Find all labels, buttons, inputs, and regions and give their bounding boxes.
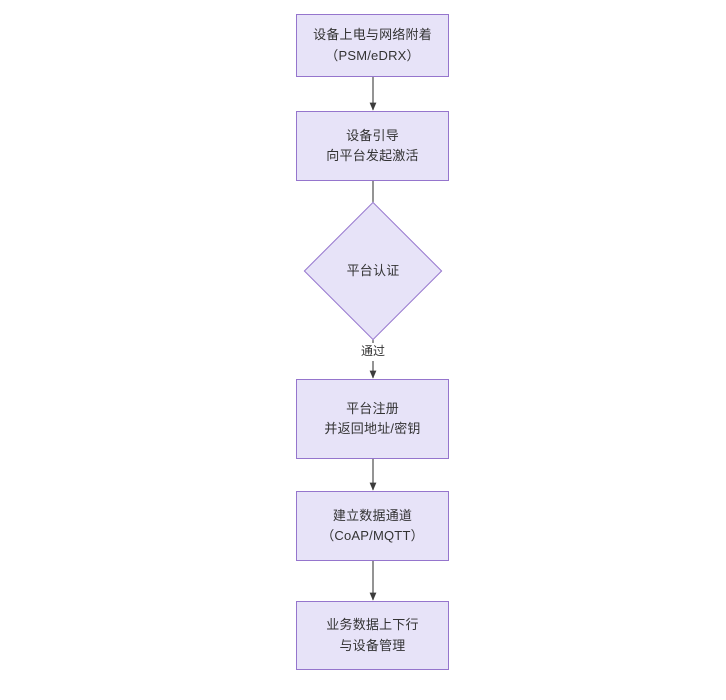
node-label: 建立数据通道 （CoAP/MQTT）	[321, 507, 424, 543]
node-label: 平台注册 并返回地址/密钥	[324, 400, 421, 436]
node-business-data-and-device-mgmt[interactable]: 业务数据上下行 与设备管理	[296, 601, 449, 670]
node-device-power-on[interactable]: 设备上电与网络附着 （PSM/eDRX）	[296, 14, 449, 77]
edge-label-text: 通过	[360, 344, 386, 358]
edge-label-pass: 通过	[357, 343, 389, 361]
node-label: 平台认证	[346, 262, 400, 278]
node-platform-register[interactable]: 平台注册 并返回地址/密钥	[296, 379, 449, 459]
node-label: 业务数据上下行 与设备管理	[326, 617, 419, 653]
node-platform-auth[interactable]: 平台认证	[303, 201, 443, 341]
node-label: 设备上电与网络附着 （PSM/eDRX）	[313, 27, 432, 63]
node-establish-data-channel[interactable]: 建立数据通道 （CoAP/MQTT）	[296, 491, 449, 561]
node-device-bootstrap[interactable]: 设备引导 向平台发起激活	[296, 111, 449, 181]
node-label: 设备引导 向平台发起激活	[326, 127, 419, 163]
